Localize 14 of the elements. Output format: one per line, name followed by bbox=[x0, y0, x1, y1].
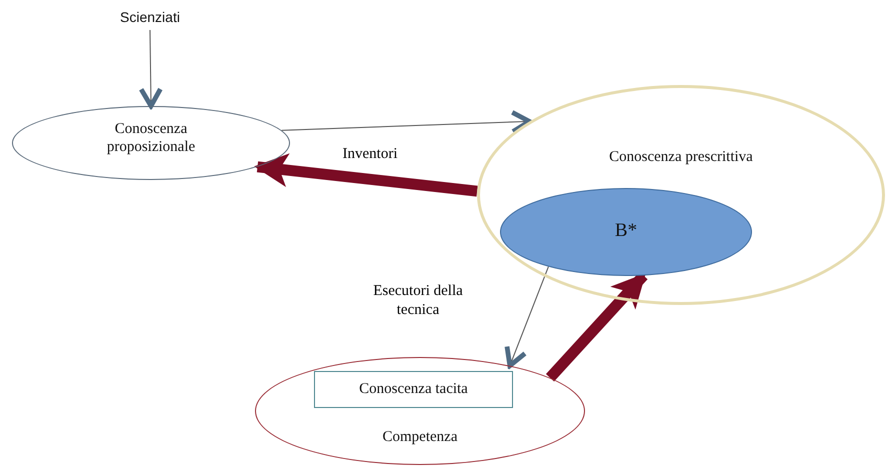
node-label: Competenza bbox=[382, 428, 458, 446]
arrow bbox=[504, 266, 549, 368]
ellipse-node bbox=[12, 106, 290, 180]
node-label: Conoscenza proposizionale bbox=[106, 120, 196, 156]
arrow bbox=[138, 30, 163, 108]
arrow bbox=[281, 110, 532, 134]
node-label: B* bbox=[614, 220, 638, 243]
node-label: Conoscenza prescrittiva bbox=[608, 148, 754, 166]
node-label: Conoscenza tacita bbox=[358, 380, 469, 398]
node-label: Scienziati bbox=[119, 9, 181, 26]
arrow bbox=[254, 153, 478, 197]
ellipse-node bbox=[477, 85, 885, 305]
process-box bbox=[314, 371, 513, 408]
ellipse-node bbox=[255, 357, 585, 465]
